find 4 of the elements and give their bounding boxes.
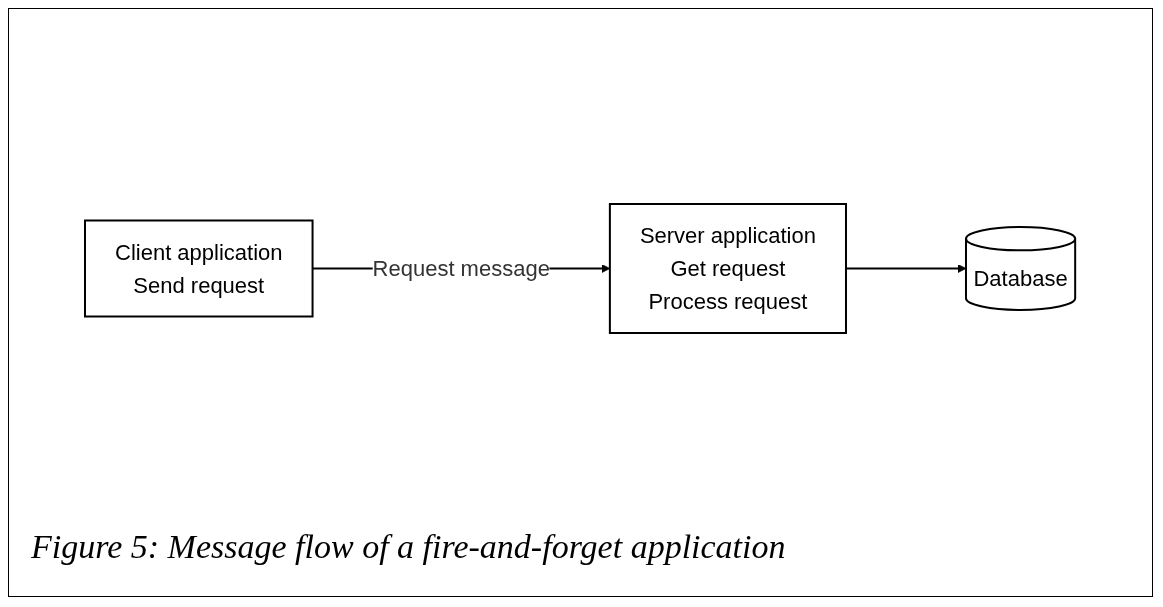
node-box: Server application Get request Process request (609, 203, 848, 334)
edge-label: Request message (372, 256, 551, 281)
figure-caption: Figure 5: Message flow of a fire-and-forget application (30, 528, 787, 567)
node-box: Client application Send request (84, 219, 314, 318)
